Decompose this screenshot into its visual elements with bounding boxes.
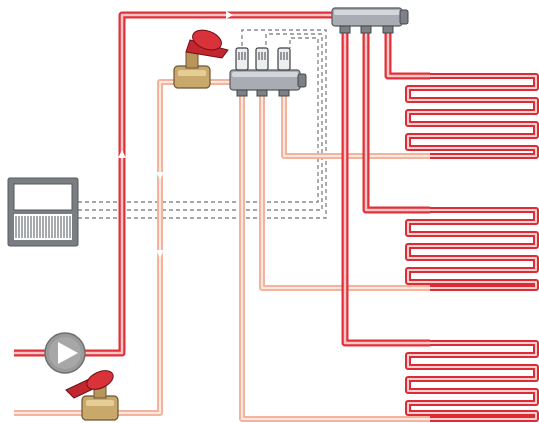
flow-arrow-icon [226,11,233,19]
actuator-icon [235,47,249,71]
return-manifold [229,47,307,97]
return-arrow-icon [156,250,164,258]
balancing-valve-icon [65,370,119,421]
room-controller-icon [7,177,79,247]
mixing-valve-icon [173,29,229,89]
heating-loop-2 [405,207,539,291]
return-arrow-icon [156,172,164,180]
supply-manifold [331,7,409,34]
pump-icon [44,332,86,374]
flow-direction-arrows [118,11,233,258]
flow-arrow-icon [118,150,126,158]
heating-loop-3 [405,340,539,422]
heating-loop-1 [405,73,539,159]
actuator-icon [277,47,291,71]
actuator-icon [255,47,269,71]
